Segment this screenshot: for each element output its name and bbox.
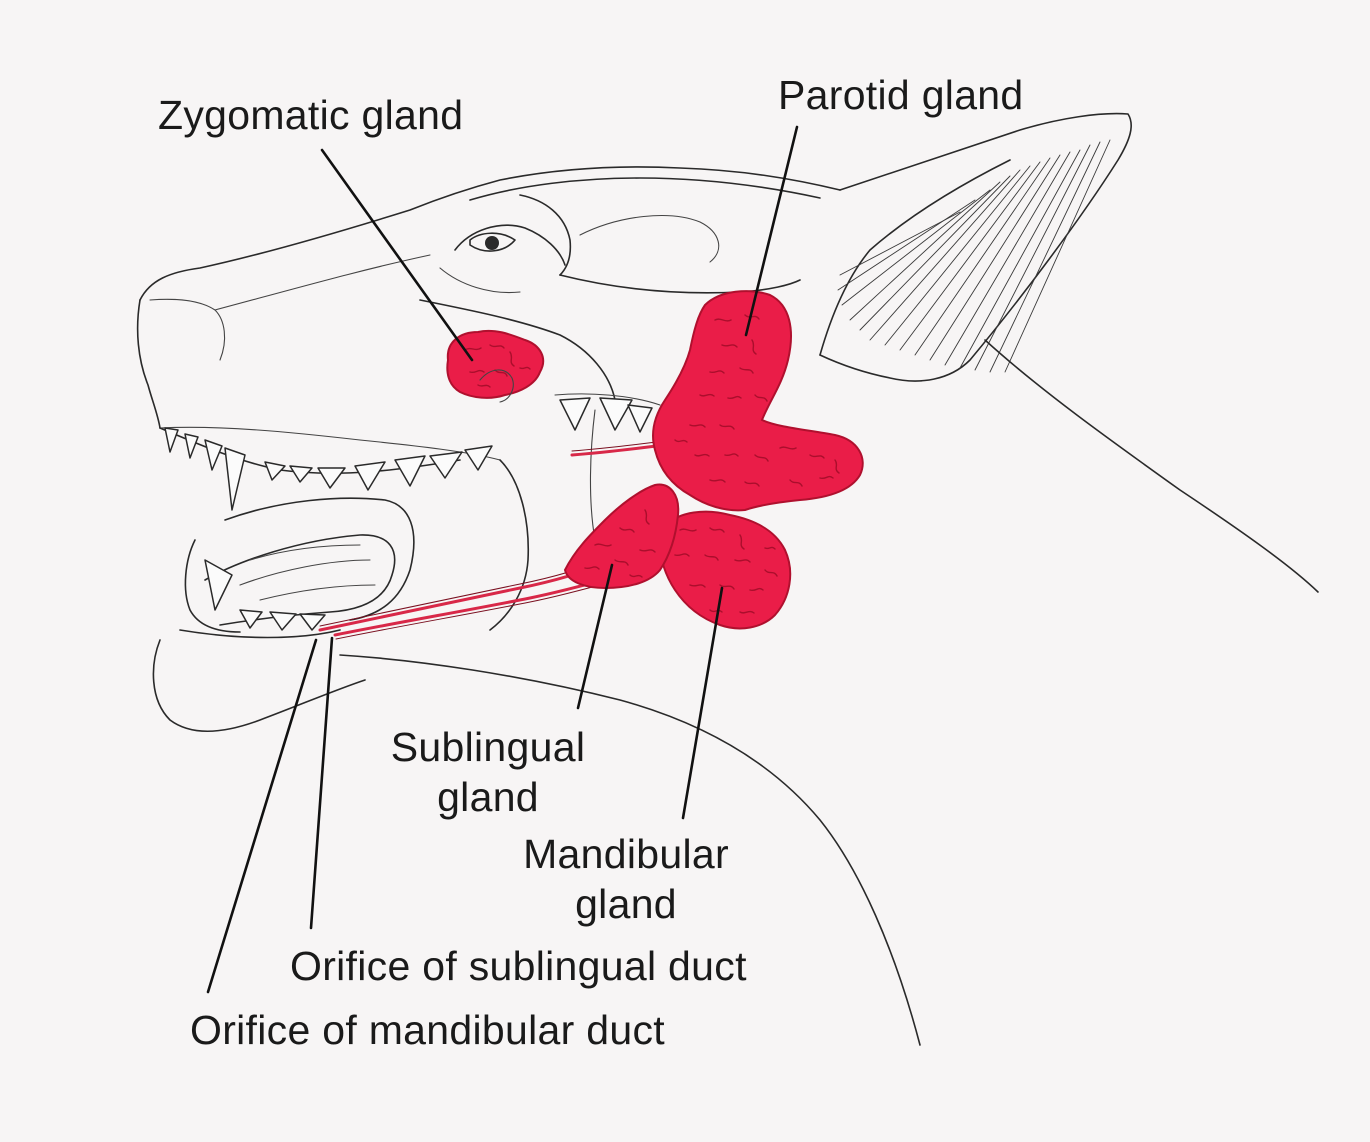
leader-lines [206,125,799,994]
parotid-gland [652,290,864,512]
mandibular-label-line2: gland [575,881,677,927]
sublingual-label-line2: gland [437,774,539,820]
parotid-leader [744,125,799,337]
mandibular-label-line1: Mandibular [523,831,729,877]
sublingual-gland [563,483,680,590]
ear-hatching [837,139,1111,373]
orifice-sublingual-duct-label: Orifice of sublingual duct [290,943,747,989]
orifice-sublingual-leader [309,636,334,930]
dog-head-outline [136,112,1319,1046]
zygomatic-gland [446,329,545,403]
mandibular-leader [681,586,724,820]
parotid-gland-label: Parotid gland [778,72,1024,118]
mandibular-gland-label: Mandibular gland [510,829,742,929]
orifice-mandibular-leader [206,638,318,994]
zygomatic-leader [320,148,474,362]
sublingual-leader [576,563,614,710]
sublingual-gland-label: Sublingual gland [380,722,596,822]
zygomatic-gland-label: Zygomatic gland [158,92,464,138]
mandibular-gland [658,510,792,630]
sublingual-label-line1: Sublingual [390,724,586,770]
orifice-mandibular-duct-label: Orifice of mandibular duct [190,1007,665,1053]
